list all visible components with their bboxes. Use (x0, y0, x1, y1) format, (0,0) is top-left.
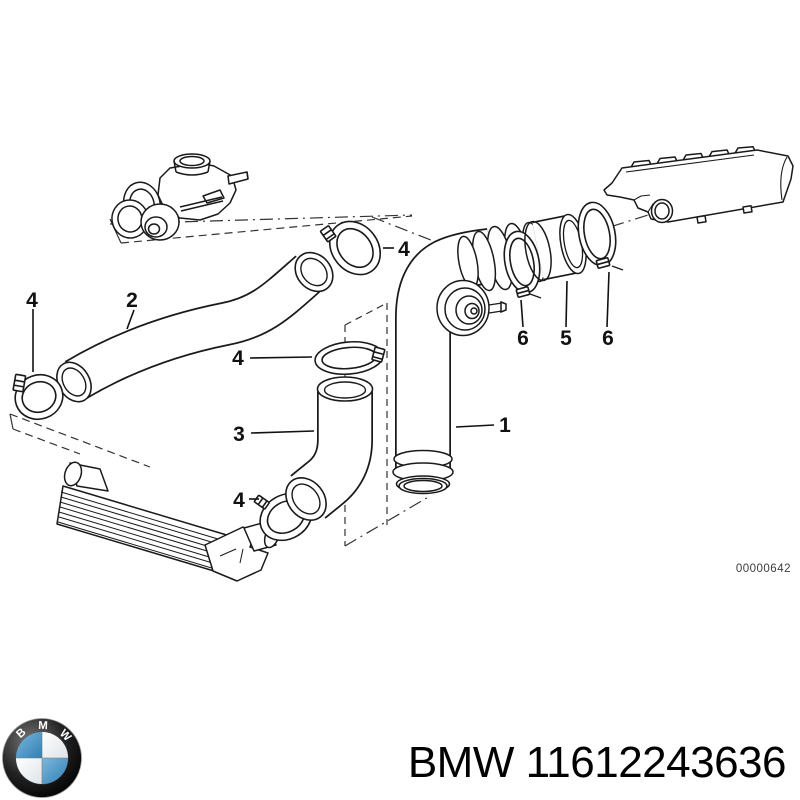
clamp-screw (319, 225, 337, 243)
plane-edge (12, 428, 81, 455)
hose-clamp-4-left-drawing (12, 373, 64, 421)
air-hose-3-drawing (285, 376, 374, 521)
intercooler-inlet-opening (63, 461, 83, 487)
part-label-hose-3: 3 (233, 423, 245, 446)
clamp-screw (253, 494, 270, 510)
clamp-screw (515, 286, 531, 298)
turbocharger-drawing (111, 153, 249, 241)
plane-edge (9, 413, 14, 430)
plane-edge (344, 495, 431, 547)
turbo-outlet-stub (227, 171, 249, 185)
bmw-logo-letter-m: M (38, 720, 48, 732)
hose-clamp-4-mid-drawing (314, 340, 386, 376)
part-label-clamp-6-right: 6 (602, 327, 614, 350)
bmw-logo-quadrant (42, 758, 68, 784)
part-label-clamp-6-left: 6 (517, 327, 529, 350)
pressure-valve-disc (436, 279, 507, 337)
hose-clamp-6-right-drawing (577, 201, 624, 271)
plane-edge-dashed (120, 215, 413, 244)
bmw-logo-quadrant (42, 732, 68, 758)
leader-lines (32, 247, 610, 500)
charge-air-hose-2-drawing (56, 251, 334, 403)
part-label-hose-2: 2 (126, 289, 138, 312)
plane-edge (9, 413, 151, 468)
sleeve-5-drawing (524, 213, 587, 282)
plane-edge (344, 302, 388, 326)
part-labels: 4 2 4 4 3 4 1 6 5 6 (26, 238, 614, 512)
image-number: 00000642 (736, 563, 791, 575)
part-label-pipe-1: 1 (499, 414, 511, 437)
part-label-clamp-mid: 4 (232, 347, 244, 370)
intercooler-drawing (56, 461, 281, 582)
manifold-body (603, 149, 794, 223)
bmw-logo-quadrant (16, 732, 42, 758)
part-label-clamp-bottom: 4 (233, 489, 245, 512)
clamp-screw (371, 346, 386, 363)
bmw-logo: B M W (2, 718, 82, 798)
clamp-screw (12, 373, 27, 393)
part-label-clamp-top: 4 (398, 238, 410, 261)
hose-clamp-4-top-drawing (319, 220, 382, 276)
clamp-screw (595, 257, 611, 269)
part-number-caption: BMW 11612243636 (408, 738, 786, 787)
pressure-pipe-1-drawing (392, 221, 547, 495)
part-label-clamp-left: 4 (26, 289, 38, 312)
bmw-logo-quadrant (16, 758, 42, 784)
hose-clamp-6-left-drawing (503, 230, 542, 299)
intake-manifold-drawing (603, 146, 794, 224)
part-label-sleeve-5: 5 (560, 327, 572, 350)
